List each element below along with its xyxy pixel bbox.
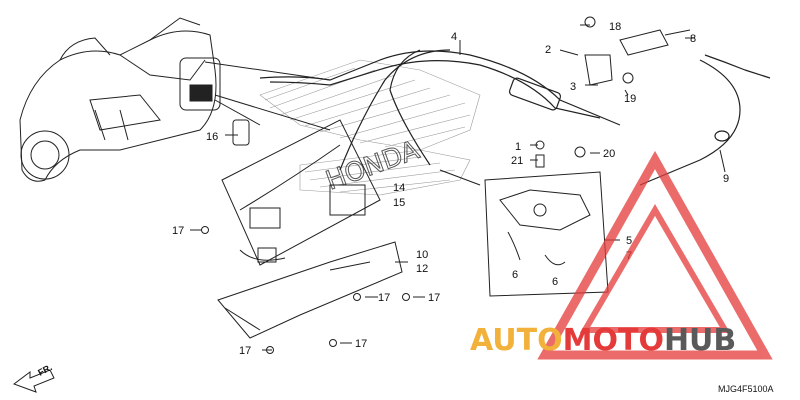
label-part-9: 9	[723, 173, 729, 185]
label-part-4: 4	[451, 31, 457, 43]
label-part-20: 20	[603, 148, 615, 160]
label-part-3: 3	[570, 81, 576, 93]
label-part-18: 18	[609, 21, 621, 33]
leader-lines	[190, 24, 726, 351]
label-part-6b: 6	[552, 276, 558, 288]
label-part-6a: 6	[512, 269, 518, 281]
label-part-12: 12	[416, 263, 428, 275]
label-part-17-c: 17	[428, 292, 440, 304]
label-part-16: 16	[206, 131, 218, 143]
label-part-19: 19	[624, 93, 636, 105]
watermark-hub: HUB	[664, 323, 736, 358]
label-part-2: 2	[545, 44, 551, 56]
guard-plate	[217, 241, 403, 339]
label-part-10: 10	[416, 249, 428, 261]
watermark-triangle	[537, 150, 773, 360]
cable-assemblies	[259, 49, 771, 186]
honda-brand-text: HONDA	[322, 135, 423, 196]
label-part-15: 15	[393, 197, 405, 209]
label-part-1: 1	[515, 141, 521, 153]
small-parts	[201, 16, 691, 354]
watermark-moto: MOTO	[563, 323, 664, 358]
front-direction-arrow: FR.	[12, 362, 55, 393]
motorcycle-illustration	[19, 17, 221, 182]
label-part-17-e: 17	[355, 338, 367, 350]
harness-subassembly-box	[221, 119, 381, 266]
label-part-21: 21	[511, 155, 523, 167]
diagram-part-code: MJG4F5100A	[718, 384, 774, 394]
label-part-17-a: 17	[172, 225, 184, 237]
watermark-auto: AUTO	[470, 323, 563, 358]
part-labels: 4 18 8 2 3 19 16 1 21 20 9 14 15 5 7 6 6…	[172, 21, 729, 357]
label-part-5: 5	[626, 235, 632, 247]
label-part-17-b: 17	[378, 292, 390, 304]
label-part-8: 8	[690, 33, 696, 45]
watermark-text: AUTOMOTOHUB	[470, 323, 736, 358]
label-part-17-d: 17	[239, 345, 251, 357]
label-part-14: 14	[393, 182, 405, 194]
